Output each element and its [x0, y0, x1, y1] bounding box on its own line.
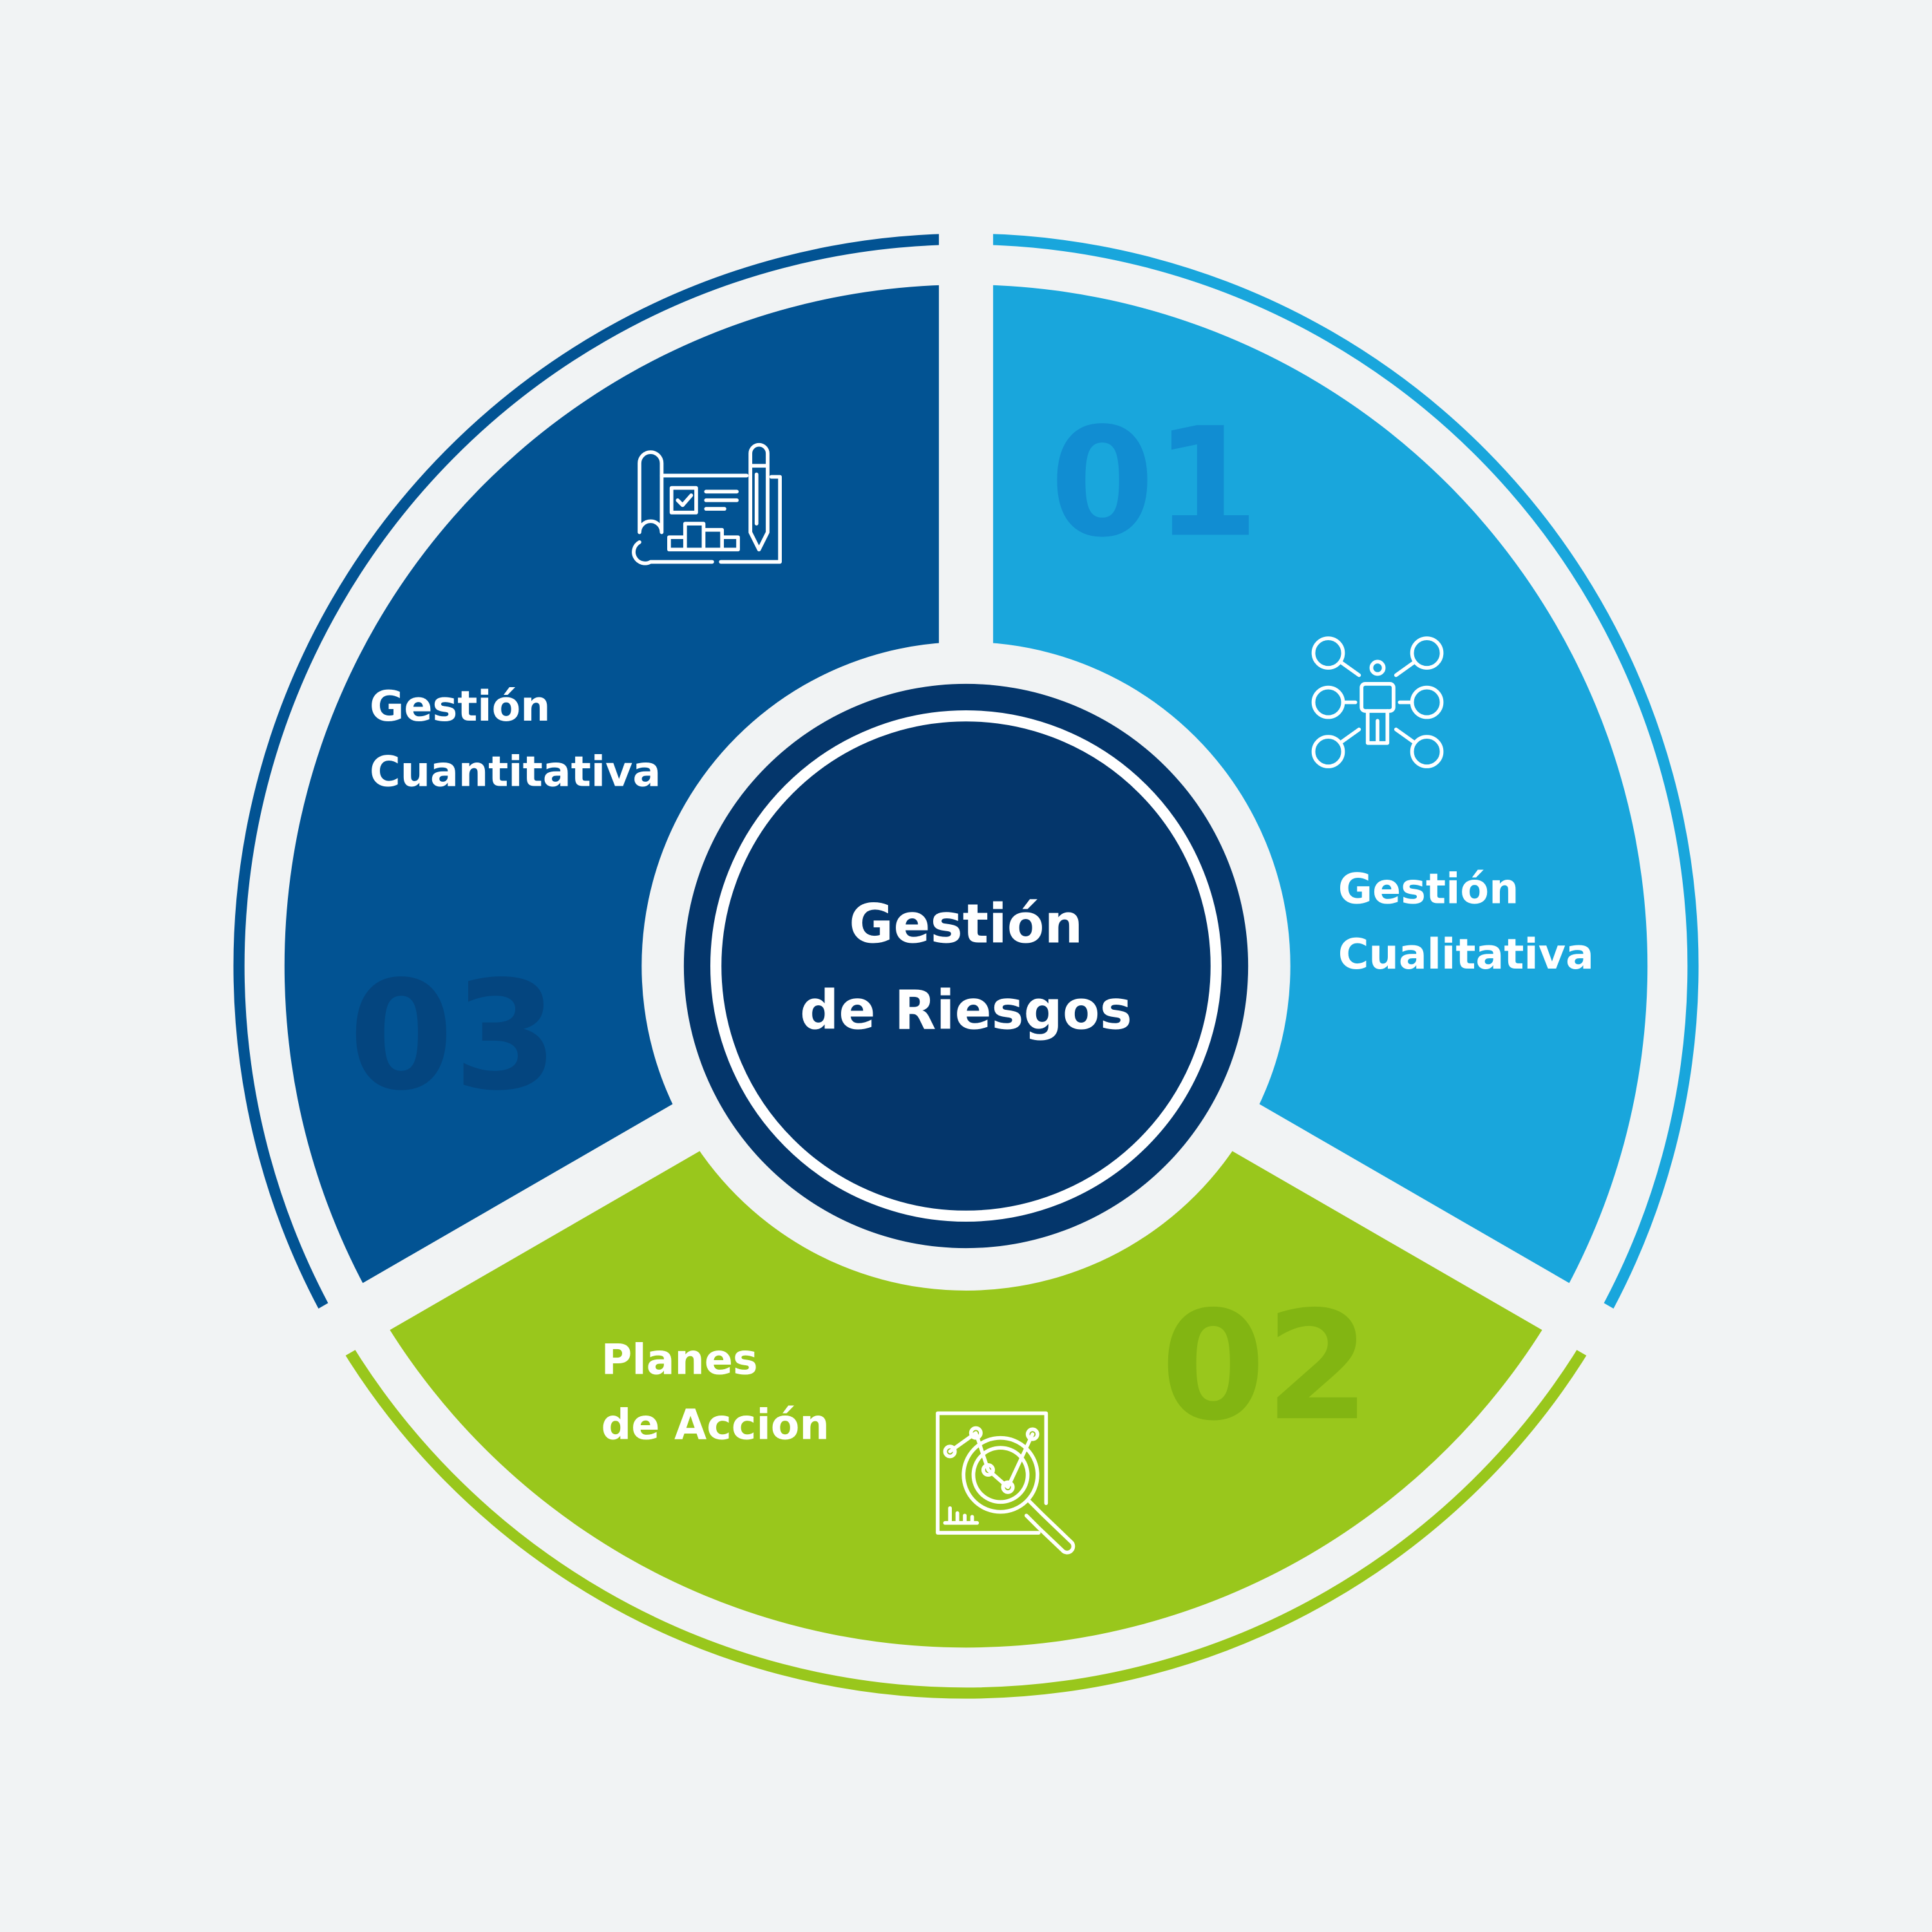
label-action-line1: Planes	[601, 1336, 758, 1384]
analytics-magnifier-icon	[936, 1411, 1075, 1555]
segment-qualitative[interactable]	[966, 284, 1648, 1307]
label-qualitative-line2: Cualitativa	[1338, 931, 1594, 979]
center-title-line2: de Riesgos	[800, 979, 1132, 1042]
center-circle	[683, 683, 1249, 1249]
label-action-line2: de Acción	[601, 1401, 829, 1450]
segment-quantitative[interactable]	[284, 284, 966, 1307]
outer-ring-action	[331, 1327, 1601, 1699]
segment-number-01: 01	[1050, 395, 1259, 571]
blueprint-plan-icon	[632, 442, 782, 565]
label-quantitative-line2: Cuantitativa	[370, 748, 661, 797]
outer-ring-qualitative	[965, 233, 1699, 1332]
center-title-line1: Gestión	[849, 893, 1083, 956]
network-person-icon	[1311, 636, 1444, 768]
center-ring	[710, 710, 1222, 1222]
segment-action[interactable]	[375, 1128, 1557, 1648]
segment-number-03: 03	[349, 949, 558, 1124]
label-quantitative-line1: Gestión	[370, 683, 551, 731]
label-qualitative-line1: Gestión	[1338, 865, 1519, 913]
segment-number-02: 02	[1161, 1279, 1370, 1454]
outer-ring-quantitative	[233, 233, 967, 1332]
